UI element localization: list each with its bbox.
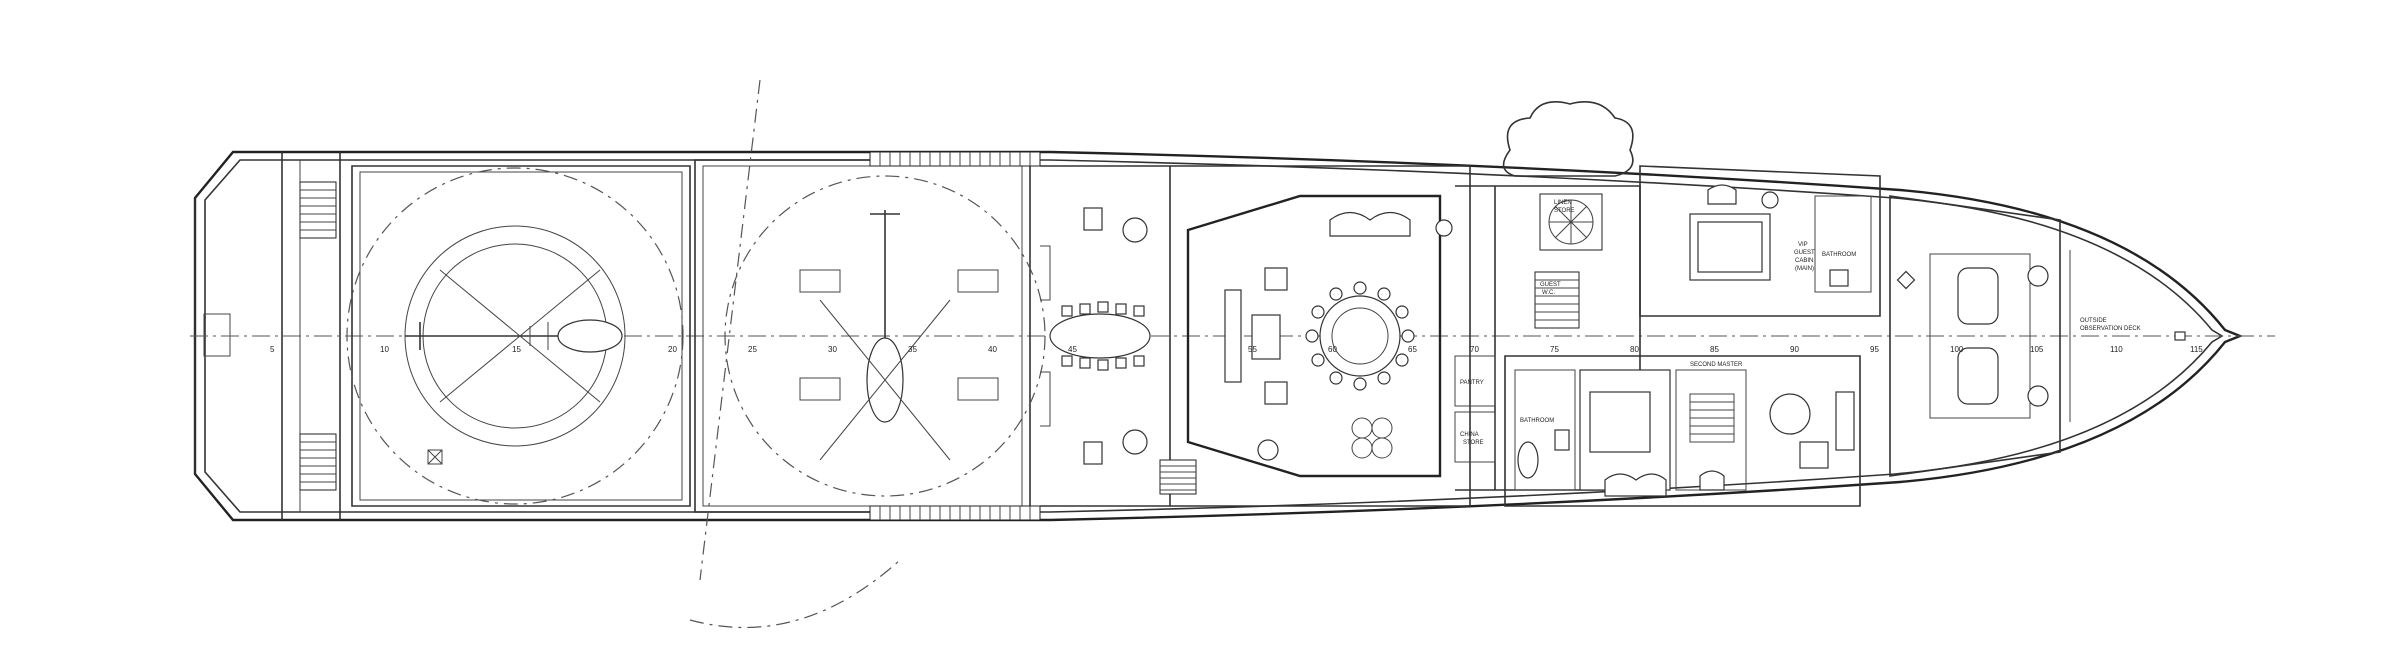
side-stairs-port: [869, 151, 1041, 167]
frame-80: 80: [1630, 345, 1639, 354]
second-master-suite: BATHROOM SECOND MASTER: [1504, 355, 1861, 507]
salon-stair: [1159, 459, 1197, 495]
label-china-store: CHINA: [1460, 432, 1479, 438]
frame-90: 90: [1790, 345, 1799, 354]
side-stairs-starboard: [869, 505, 1041, 521]
frame-45: 45: [1068, 345, 1077, 354]
label-bathroom-lower: BATHROOM: [1520, 418, 1554, 424]
main-salon: [1159, 165, 1471, 507]
label-guest-wc-2: W.C.: [1542, 290, 1555, 296]
salon-round-table: [1305, 281, 1415, 391]
frame-75: 75: [1550, 345, 1559, 354]
label-second-master: SECOND MASTER: [1690, 362, 1743, 368]
label-vip-4: (MAIN): [1795, 266, 1814, 272]
bow-lounge: OUTSIDE OBSERVATION DECK: [1889, 195, 2186, 477]
aft-dining-table: [1049, 301, 1151, 371]
bow-sunbeds: [1957, 267, 1999, 405]
frame-30: 30: [828, 345, 837, 354]
frame-35: 35: [908, 345, 917, 354]
stern-stairs-port: [299, 181, 337, 239]
frame-110: 110: [2110, 345, 2123, 354]
label-linen-store: STORE: [1554, 208, 1575, 214]
label-pantry: PANTRY: [1460, 380, 1484, 386]
label-bathroom-upper: BATHROOM: [1822, 252, 1856, 258]
label-vip-2: GUEST: [1794, 250, 1815, 256]
frame-85: 85: [1710, 345, 1719, 354]
frame-95: 95: [1870, 345, 1879, 354]
frame-60: 60: [1328, 345, 1337, 354]
label-observation-deck: OBSERVATION DECK: [2080, 326, 2141, 332]
label-guest-wc: GUEST: [1540, 282, 1561, 288]
label-linen: LINEN: [1554, 200, 1572, 206]
frame-5: 5: [270, 345, 275, 354]
frame-100: 100: [1950, 345, 1964, 354]
frame-15: 15: [512, 345, 521, 354]
helipad-forward: [689, 79, 1046, 629]
label-vip-1: VIP: [1798, 242, 1808, 248]
label-outside: OUTSIDE: [2080, 318, 2107, 324]
frame-10: 10: [380, 345, 389, 354]
frame-105: 105: [2030, 345, 2044, 354]
spiral-stair: [1539, 193, 1603, 251]
label-china-store-2: STORE: [1463, 440, 1484, 446]
frame-115: 115: [2190, 345, 2203, 354]
label-vip-3: CABIN: [1795, 258, 1813, 264]
frame-55: 55: [1248, 345, 1257, 354]
helicopter-forward-icon: [819, 210, 951, 461]
frame-65: 65: [1408, 345, 1417, 354]
salon-sofa-group: [1224, 267, 1288, 405]
frame-number-labels: 5 10 15 20 25 30 35 40 45 55 60 65 70 75…: [270, 345, 2203, 354]
aft-lounge: [1040, 165, 1171, 507]
stern-stairs-starboard: [299, 433, 337, 491]
helipad-aft: [346, 165, 691, 507]
helicopter-aft-icon: [405, 269, 623, 403]
frame-25: 25: [748, 345, 757, 354]
frame-20: 20: [668, 345, 677, 354]
frame-40: 40: [988, 345, 997, 354]
frame-70: 70: [1470, 345, 1479, 354]
salon-rug: [1351, 417, 1393, 459]
vip-guest-cabin: VIP GUEST CABIN (MAIN) BATHROOM: [1639, 165, 1881, 317]
